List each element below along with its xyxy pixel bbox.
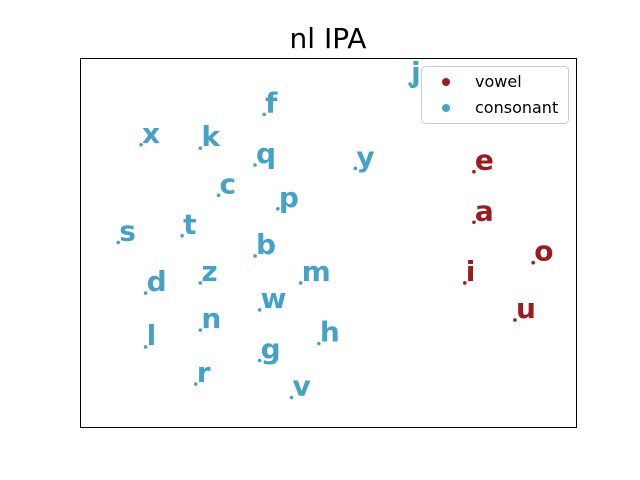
point-label-o: o (534, 235, 553, 268)
legend-marker-consonant (442, 104, 450, 112)
data-point-z: z (198, 255, 218, 288)
point-label-u: u (516, 292, 536, 325)
data-point-n: n (198, 302, 221, 335)
data-point-w: w (257, 282, 287, 315)
data-point-f: f (262, 86, 278, 119)
point-label-v: v (293, 370, 311, 403)
data-point-u: u (513, 292, 536, 325)
data-point-t: t (180, 208, 196, 241)
legend-box (421, 66, 569, 124)
data-point-o: o (531, 235, 553, 268)
point-marker-j (408, 82, 412, 86)
point-marker-a (472, 220, 476, 225)
data-point-c: c (216, 167, 237, 200)
point-marker-r (193, 382, 198, 386)
point-marker-b (253, 254, 257, 258)
data-point-i: i (463, 255, 475, 288)
data-point-a: a (472, 194, 494, 227)
point-label-g: g (261, 332, 281, 365)
legend: vowel consonant (421, 66, 569, 124)
data-point-x: x (139, 117, 160, 150)
point-label-x: x (142, 117, 160, 150)
legend-label-vowel: vowel (475, 72, 522, 91)
point-label-e: e (475, 144, 494, 177)
data-point-p: p (276, 181, 299, 214)
point-label-y: y (356, 140, 374, 173)
point-marker-i (463, 281, 467, 285)
point-label-m: m (302, 255, 331, 288)
data-point-j: j (408, 56, 421, 89)
legend-marker-vowel (442, 78, 450, 86)
point-label-w: w (261, 282, 287, 315)
point-label-i: i (466, 255, 476, 288)
point-label-h: h (320, 316, 340, 349)
data-point-k: k (198, 120, 221, 153)
point-marker-s (116, 240, 121, 245)
data-point-y: y (353, 140, 375, 173)
data-point-q: q (253, 137, 276, 170)
point-marker-q (253, 163, 257, 167)
point-label-n: n (201, 302, 221, 335)
data-point-g: g (257, 332, 281, 365)
point-marker-c (216, 193, 221, 198)
point-label-l: l (147, 319, 157, 352)
legend-label-consonant: consonant (475, 98, 558, 117)
points-layer: ea o i u j f x k q y c p s t bm d z w n h l g r v (116, 56, 553, 403)
data-point-b: b (253, 228, 276, 261)
data-point-r: r (193, 356, 211, 389)
point-label-f: f (265, 86, 278, 119)
point-marker-m (298, 281, 303, 285)
point-marker-t (180, 233, 184, 238)
data-point-l: l (143, 319, 157, 352)
data-point-e: e (472, 144, 494, 177)
data-point-h: h (317, 316, 340, 349)
point-marker-w (257, 308, 262, 312)
point-label-q: q (256, 137, 276, 170)
point-label-s: s (119, 215, 136, 248)
point-label-p: p (279, 181, 299, 214)
point-label-c: c (220, 167, 237, 200)
point-label-r: r (197, 356, 211, 389)
point-marker-o (531, 260, 535, 265)
point-marker-d (143, 291, 148, 295)
data-point-v: v (289, 370, 311, 403)
point-label-a: a (475, 194, 494, 227)
point-marker-x (139, 142, 143, 147)
point-marker-g (257, 358, 262, 363)
point-label-d: d (147, 265, 167, 298)
data-point-m: m (298, 255, 331, 288)
point-label-j: j (410, 56, 421, 89)
point-marker-u (513, 318, 517, 322)
point-label-t: t (183, 208, 196, 241)
point-marker-h (317, 341, 321, 346)
point-marker-l (143, 345, 148, 349)
point-label-k: k (201, 120, 221, 153)
chart-title: nl IPA (290, 22, 367, 55)
point-marker-p (276, 207, 280, 211)
point-marker-y (353, 166, 358, 171)
data-point-s: s (116, 215, 136, 248)
point-label-b: b (256, 228, 276, 261)
point-label-z: z (201, 255, 217, 288)
data-point-d: d (143, 265, 167, 298)
point-marker-z (198, 281, 203, 285)
point-marker-k (198, 146, 203, 150)
point-marker-n (198, 328, 203, 332)
point-marker-v (289, 395, 294, 400)
point-marker-e (472, 169, 476, 174)
point-marker-f (262, 112, 266, 117)
